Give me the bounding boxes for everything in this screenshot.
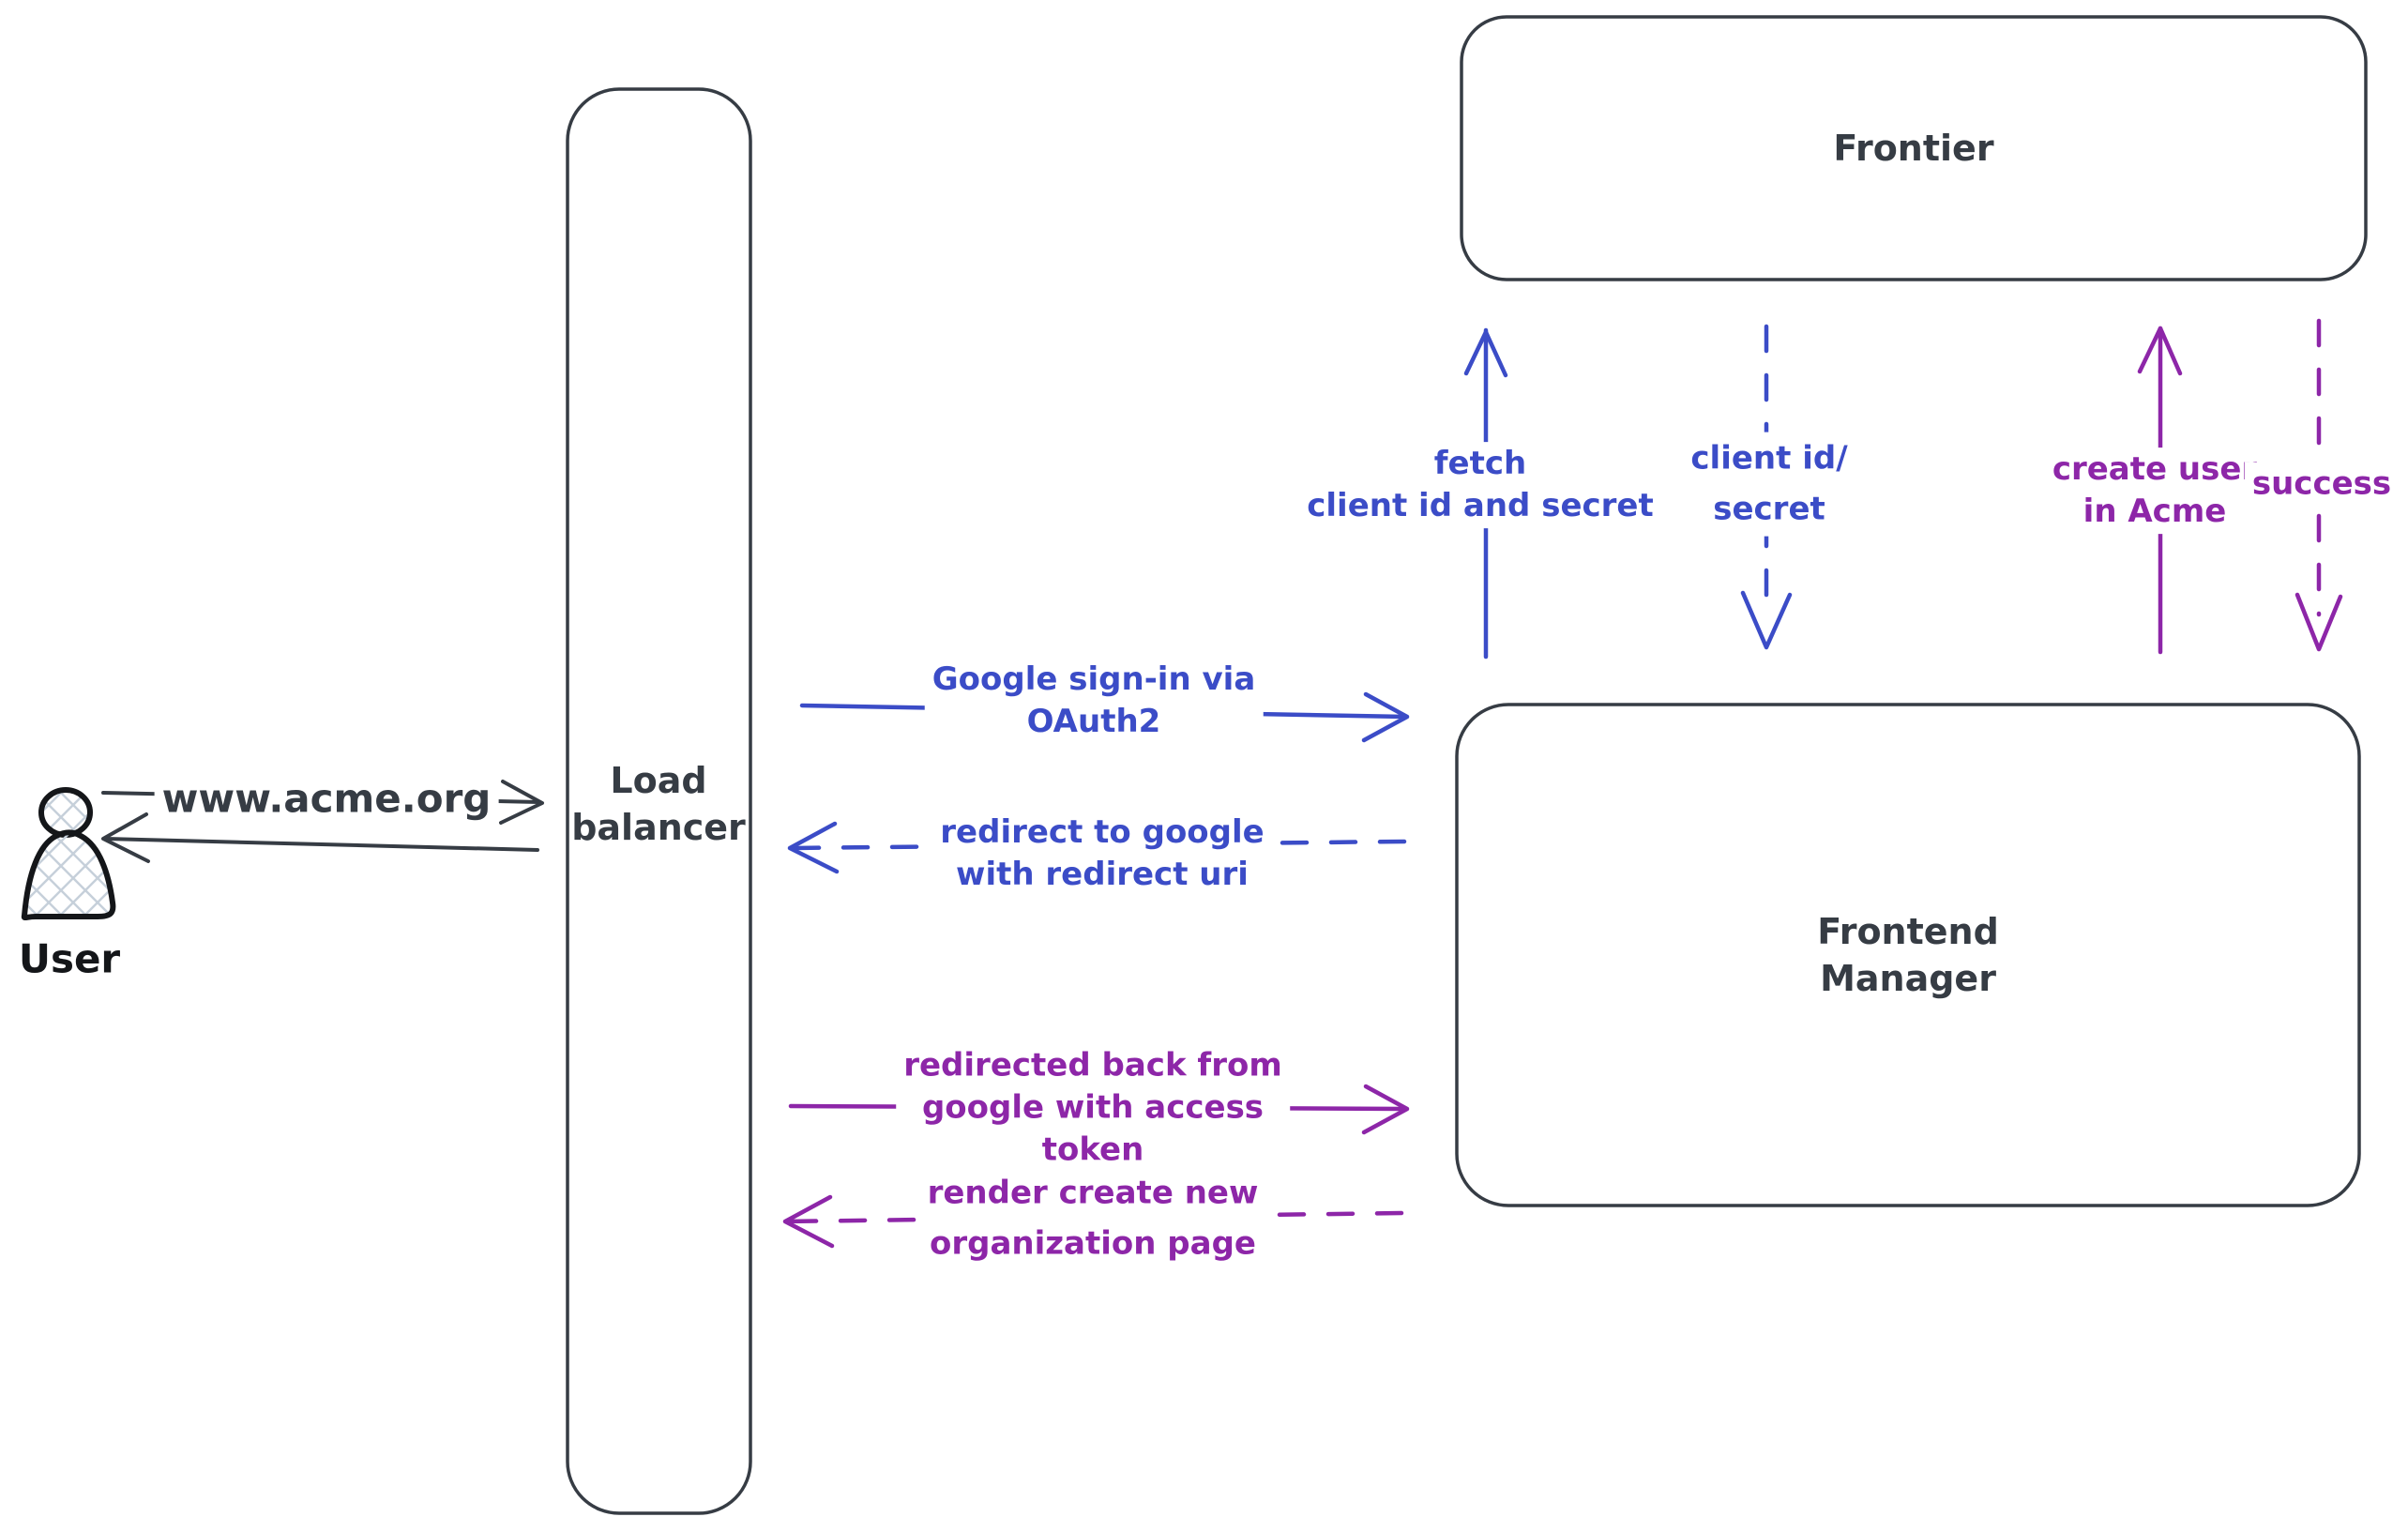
frontend-manager-label: Frontend Manager [1817,910,1999,999]
frontend-manager-box [1455,703,2361,1207]
render-page-label: render create new organization page [919,1166,1266,1271]
www-acme-label: www.acme.org [154,771,499,826]
redirect-google-label: redirect to google with redirect uri [932,811,1272,897]
frontier-box [1460,15,2368,281]
user-return-arrow [101,812,539,863]
user-actor-icon [21,787,116,921]
create-user-label: create user in Acme [2044,447,2265,534]
google-signin-label: Google sign-in via OAuth2 [924,658,1264,744]
load-balancer-label: Load balancer [571,759,746,848]
client-id-secret-label: client id/ secret [1683,432,1855,537]
client-id-secret-arrow [1740,324,1793,650]
frontier-label: Frontier [1833,127,1994,169]
load-balancer-box [566,87,752,1515]
redirected-back-label: redirected back from google with access … [896,1043,1290,1173]
user-label: User [18,935,121,982]
fetch-credentials-label: fetch client id and secret [1299,442,1661,528]
success-label: success [2244,462,2400,507]
